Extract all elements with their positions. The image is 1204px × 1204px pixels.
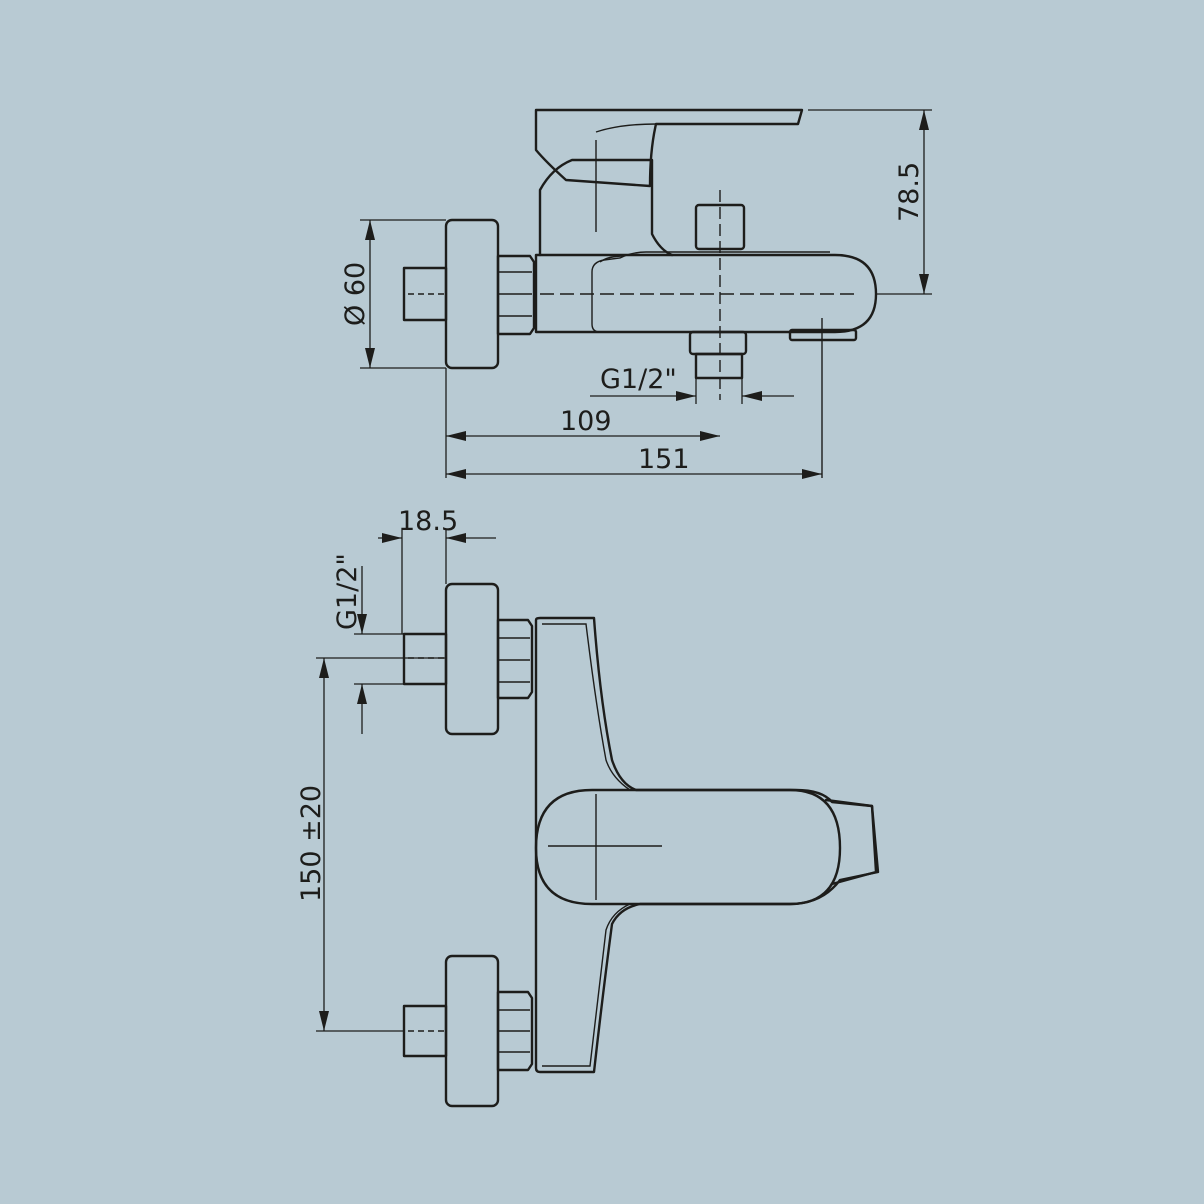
lever-tip bbox=[824, 798, 878, 886]
thread-dimension-top: G1/2" bbox=[590, 364, 794, 404]
shower-outlet bbox=[688, 330, 748, 356]
diameter-dimension: Ø 60 bbox=[340, 219, 446, 369]
overall-depth-label: 151 bbox=[638, 444, 690, 475]
upper-hex-nut bbox=[496, 618, 534, 700]
inlet-pipe bbox=[402, 266, 448, 322]
diameter-label: Ø 60 bbox=[340, 262, 371, 326]
spout-axis-label: 109 bbox=[560, 406, 612, 437]
offset-label: 18.5 bbox=[398, 506, 458, 537]
upper-wall-flange bbox=[444, 582, 500, 736]
overall-depth-dimension: 151 bbox=[446, 444, 822, 479]
thread-label-bottom: G1/2" bbox=[332, 553, 363, 630]
center-distance-dimension: 150 ±20 bbox=[296, 657, 446, 1032]
center-distance-label: 150 ±20 bbox=[296, 785, 327, 902]
cartridge-housing bbox=[538, 158, 674, 257]
offset-dimension: 18.5 bbox=[378, 506, 496, 634]
height-label: 78.5 bbox=[894, 162, 925, 222]
spout-axis-dimension: 109 bbox=[445, 368, 720, 478]
upper-inlet-pipe bbox=[402, 632, 448, 686]
height-dimension: 78.5 bbox=[808, 109, 932, 295]
handle-oval bbox=[534, 788, 842, 906]
lower-hex-nut bbox=[496, 990, 534, 1072]
front-elevation-view: 18.5 G1/2" 150 ±20 bbox=[296, 506, 880, 1108]
spout-outlet bbox=[788, 328, 858, 342]
side-elevation-view: 78.5 Ø 60 G1/2" 109 bbox=[340, 108, 932, 479]
lower-wall-flange bbox=[444, 954, 500, 1108]
lever-handle bbox=[534, 108, 804, 188]
wall-flange bbox=[444, 218, 500, 370]
hex-nut bbox=[496, 254, 536, 336]
thread-dimension-bottom: G1/2" bbox=[332, 553, 404, 734]
mixer-body-front bbox=[534, 616, 880, 1074]
thread-label-top: G1/2" bbox=[600, 364, 677, 395]
